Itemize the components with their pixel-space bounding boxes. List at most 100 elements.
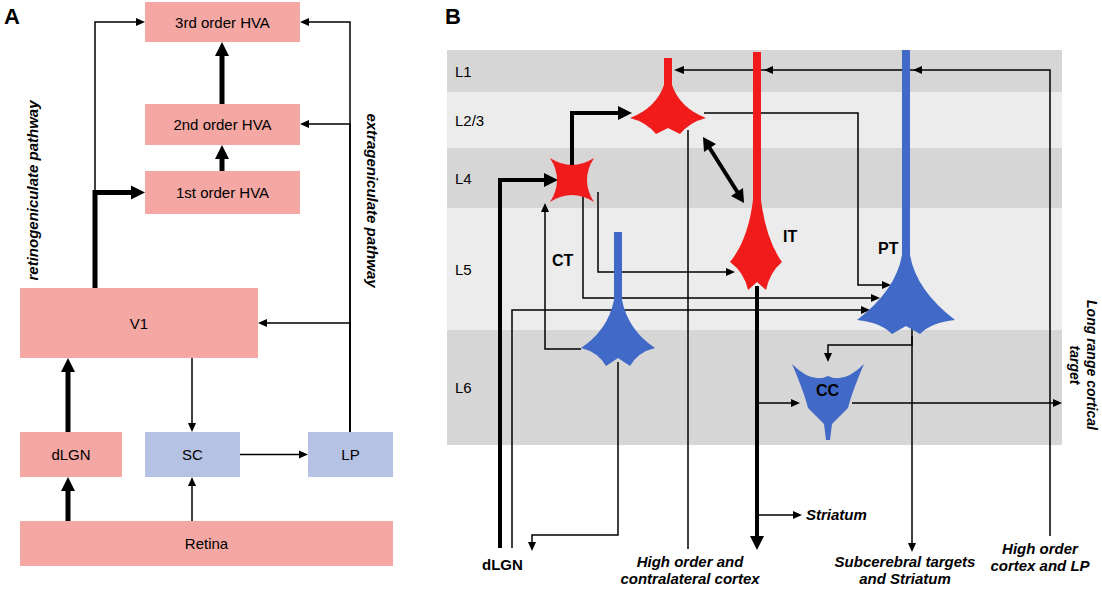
inverted-neuron <box>792 364 864 440</box>
box-label: SC <box>182 446 203 463</box>
neurons <box>550 50 955 440</box>
layer-label: L2/3 <box>455 112 484 129</box>
arrowhead <box>528 542 536 551</box>
area-box: Retina <box>20 521 393 566</box>
box-label: LP <box>341 446 359 463</box>
projection-lines <box>500 70 1053 549</box>
connector-line <box>66 370 71 432</box>
layer-label: L4 <box>455 170 472 187</box>
connector-arrow <box>215 145 229 171</box>
arrowhead <box>908 543 916 552</box>
projection-line <box>572 113 620 172</box>
connector-line <box>191 484 193 521</box>
connector-arrow <box>258 319 350 432</box>
arrowhead <box>913 66 922 74</box>
arrowhead <box>299 451 308 459</box>
area-box: V1 <box>20 288 258 358</box>
neuron-label: CC <box>816 382 839 400</box>
arrowhead <box>618 106 632 120</box>
arrowhead <box>793 511 802 519</box>
arrowhead <box>674 66 684 74</box>
connector-arrow <box>757 295 800 407</box>
arrowhead <box>791 399 800 407</box>
projection-line <box>852 402 1053 404</box>
connector-arrow <box>188 477 196 521</box>
area-box: dLGN <box>20 432 122 477</box>
connector-arrow <box>240 451 308 459</box>
area-box: LP <box>308 432 393 477</box>
connector-arrow <box>300 18 350 432</box>
projection-line <box>704 113 882 285</box>
pyramidal-neuron <box>730 52 782 290</box>
box-label: 3rd order HVA <box>175 14 270 31</box>
arrowhead <box>61 477 75 491</box>
pyramidal-neuron <box>630 58 706 134</box>
arrowhead <box>188 477 196 486</box>
box-label: Retina <box>185 535 228 552</box>
connector-line <box>240 454 301 456</box>
connector-line <box>307 124 350 432</box>
projection-line <box>532 362 618 542</box>
connector-line <box>307 22 350 432</box>
arrowhead <box>544 173 558 187</box>
connector-arrow <box>300 120 350 432</box>
target-label: High order cortex and LP <box>983 540 1098 574</box>
neuron-label: IT <box>783 228 797 246</box>
projection-line <box>684 70 1050 536</box>
cortical-layer-band: L6CTCC <box>447 330 1062 445</box>
arrowhead <box>541 203 549 212</box>
connector-arrow <box>95 18 145 288</box>
connector-line <box>220 54 225 104</box>
layer-label: L1 <box>455 63 472 80</box>
arrowhead <box>61 358 75 372</box>
connector-line <box>66 489 71 521</box>
arrowhead <box>215 145 229 159</box>
box-label: 2nd order HVA <box>173 116 271 133</box>
thalamic-input-line <box>500 180 546 548</box>
area-box: 1st order HVA <box>145 171 300 214</box>
connector-line <box>828 336 912 355</box>
arrowhead <box>300 18 309 26</box>
projection-line <box>583 192 872 298</box>
connector-arrow <box>215 42 229 104</box>
arrowhead <box>215 42 229 56</box>
layer-label: L5 <box>455 261 472 278</box>
pathway-label: Long range cortical target <box>1066 290 1100 440</box>
arrowheads <box>528 66 1062 552</box>
area-box: 3rd order HVA <box>145 2 300 42</box>
arrowhead <box>750 536 764 550</box>
box-label: 1st order HVA <box>176 184 269 201</box>
neuron-label: PT <box>878 240 898 258</box>
connector-arrow <box>61 477 75 521</box>
arrowhead <box>136 18 145 26</box>
arrowhead <box>131 186 145 200</box>
projection-line <box>545 212 581 349</box>
projection-line <box>757 514 794 516</box>
target-label: Striatum <box>806 506 867 523</box>
arrowhead <box>726 268 735 276</box>
layer-label: L6 <box>455 379 472 396</box>
arrowhead <box>188 423 196 432</box>
arrowhead <box>1053 399 1062 407</box>
arrowhead <box>764 66 773 74</box>
connector-arrow <box>824 336 912 362</box>
box-label: dLGN <box>51 446 90 463</box>
panel-letter: A <box>4 4 20 30</box>
pyramidal-neuron <box>857 50 955 334</box>
projection-line <box>687 130 689 549</box>
connector-line <box>757 295 793 403</box>
arrowhead <box>703 137 716 152</box>
arrowhead <box>824 353 832 362</box>
pathway-label: extrageniculate pathway <box>363 113 380 287</box>
connector-arrow <box>188 358 196 432</box>
connector-arrow <box>61 358 75 432</box>
connector-line <box>95 22 138 288</box>
arrowhead <box>300 120 309 128</box>
connector-line <box>220 157 225 171</box>
target-label: Subcerebral targets and Striatum <box>830 553 980 587</box>
connector-line <box>265 323 350 432</box>
target-label: High order and contralateral cortex <box>600 553 780 587</box>
